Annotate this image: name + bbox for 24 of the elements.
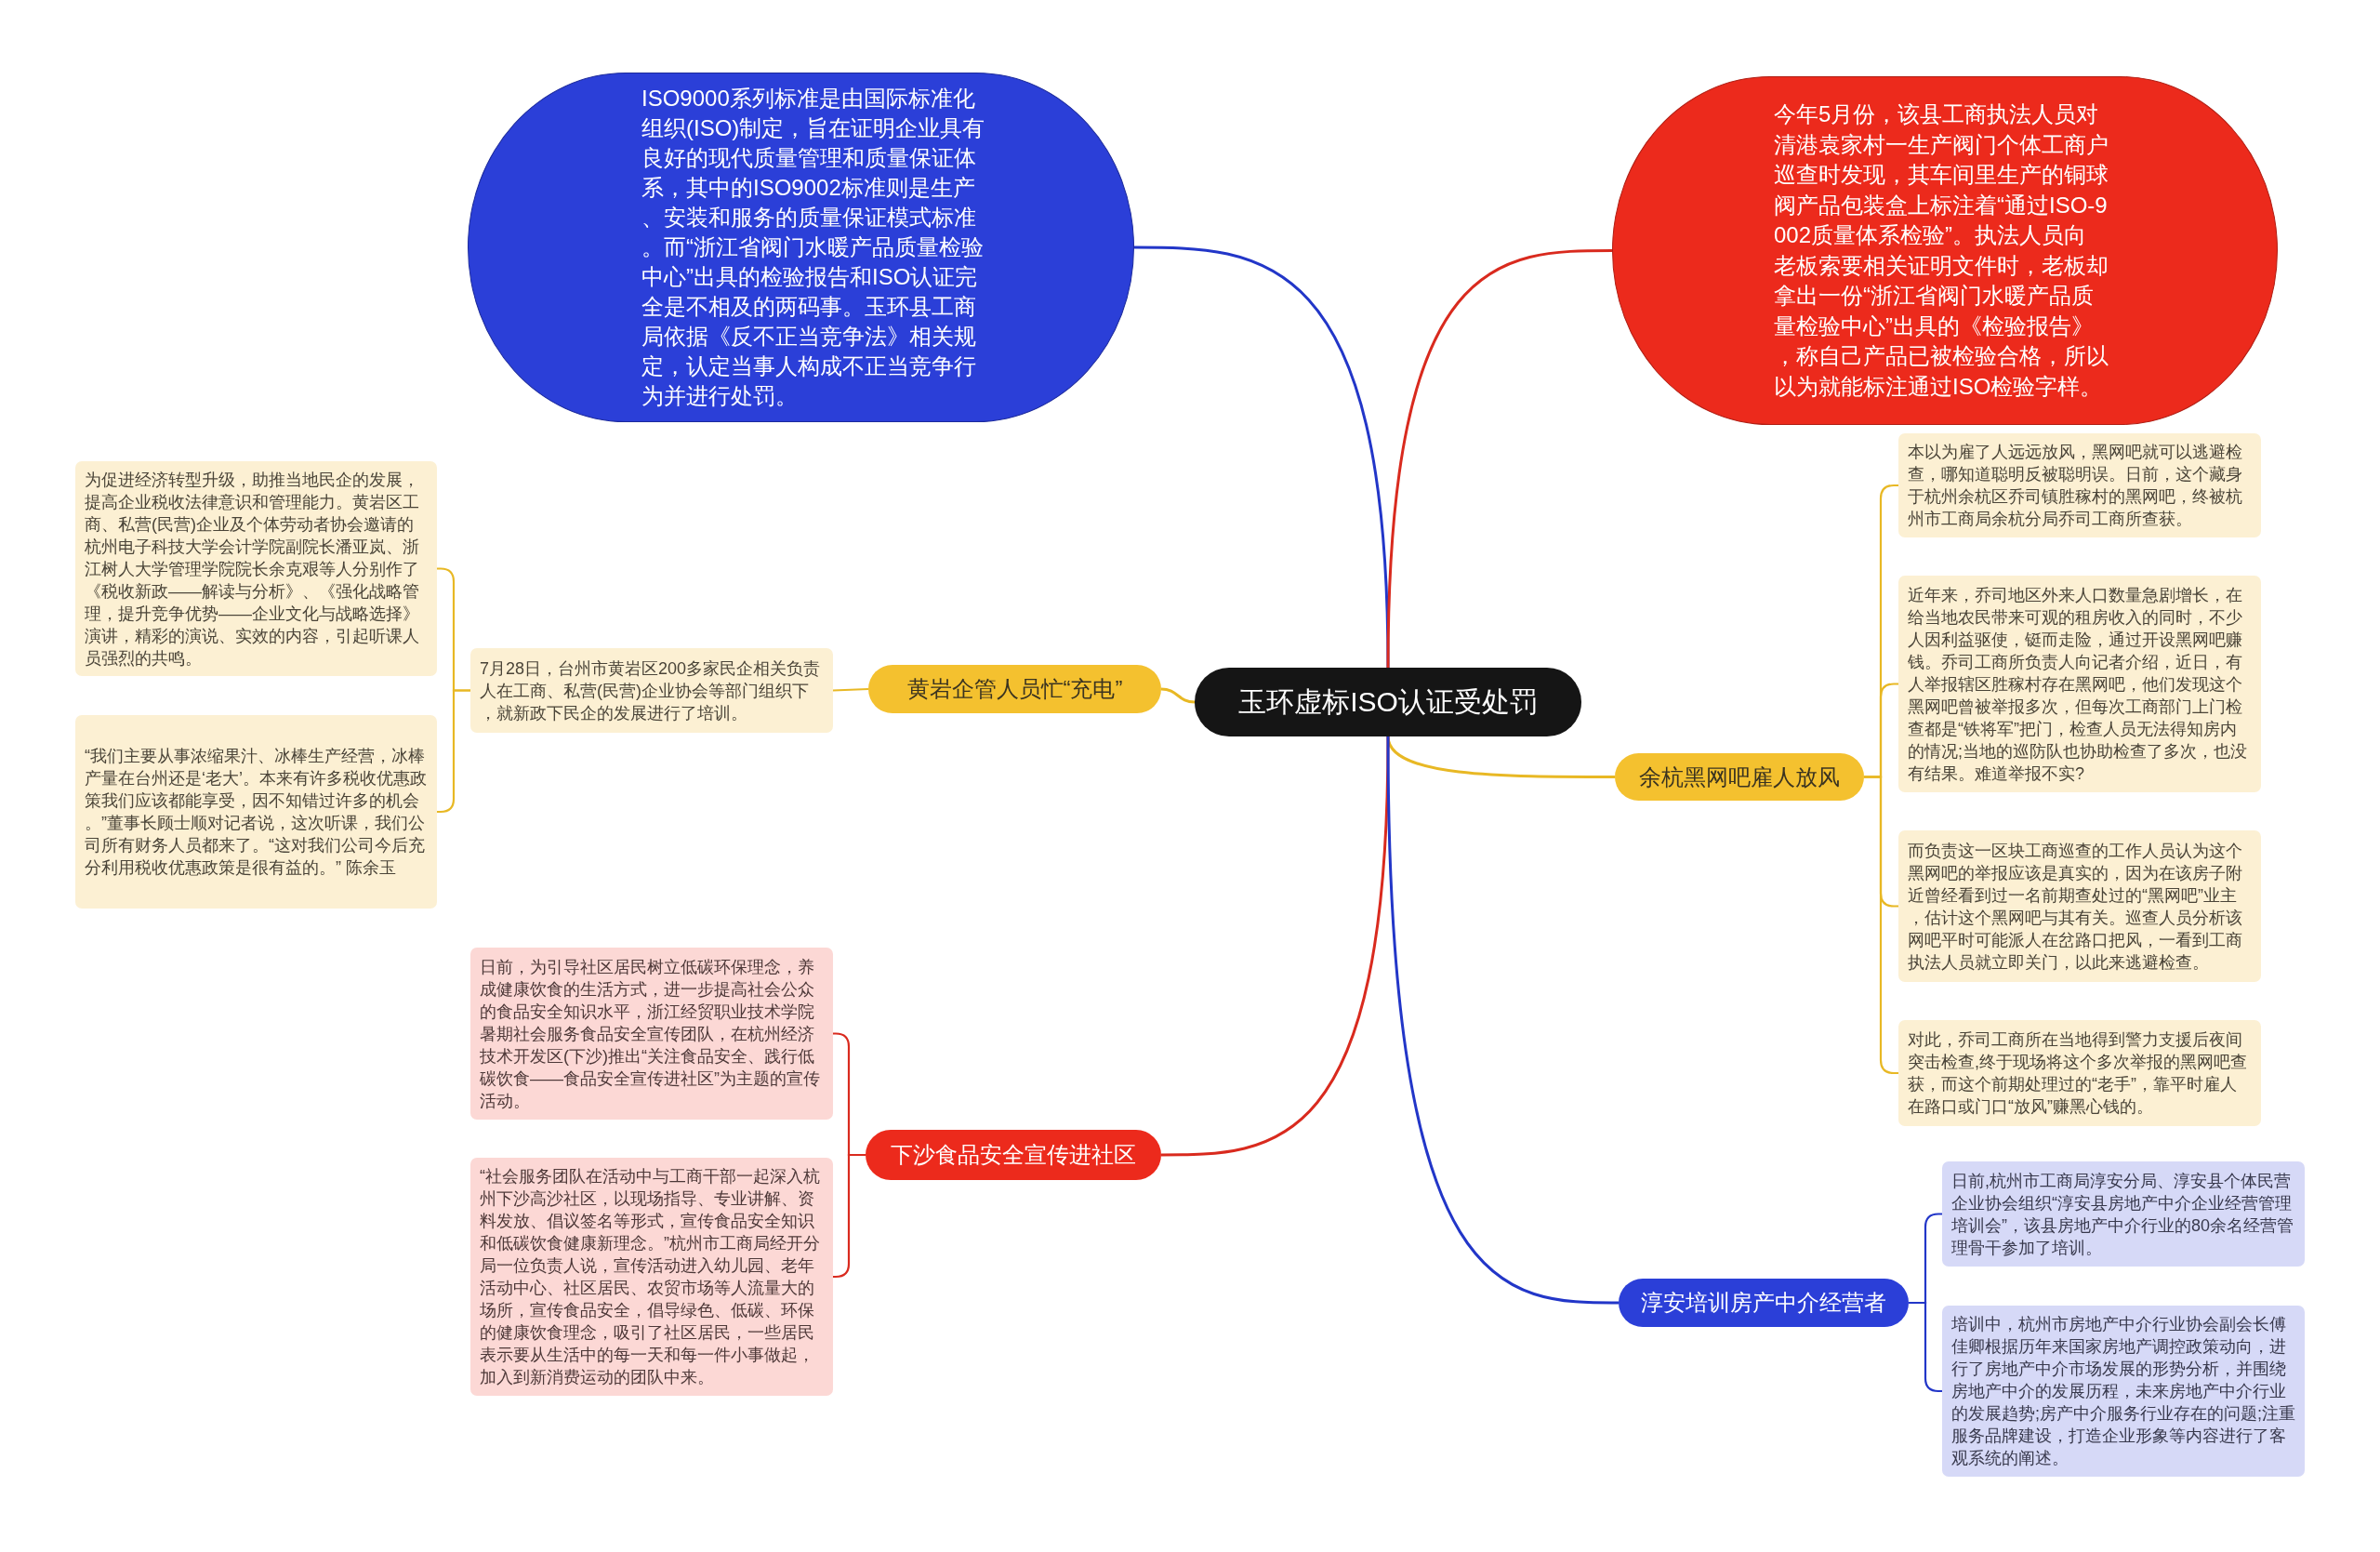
note-card: 而负责这一区块工商巡查的工作人员认为这个黑网吧的举报应该是真实的，因为在该房子附近曾经看到过一名前期查处过的“黑网吧”业主，估计这个黑网吧与其有关。巡查人员分析该网吧平时可能派人在岔路口把风，一看到工商执法人员就立即关门，以此来逃避检查。 xyxy=(1898,830,2261,982)
note-card: 日前,杭州市工商局淳安分局、淳安县个体民营企业协会组织“淳安县房地产中介企业经营管理培训会”，该县房地产中介行业的80余名经营管理骨干参加了培训。 xyxy=(1942,1161,2305,1267)
connector-line xyxy=(1161,736,1390,1157)
oval-callout: 今年5月份，该县工商执法人员对清港袁家村一生产阀门个体工商户巡查时发现，其车间里生产的铜球阀产品包装盒上标注着“通过ISO-9002质量体系检验”。执法人员向老板索要相关证明文件时，老板却拿出一份“浙江省阀门水暖产品质量检验中心”出具的《检验报告》，称自己产品已被检验合格，所以以为就能标注通过ISO检验字样。 xyxy=(1612,76,2278,425)
note-card: “我们主要从事浓缩果汁、冰棒生产经营，冰棒产量在台州还是‘老大’。本来有许多税收优惠政策我们应该都能享受，因不知错过许多的机会。”董事长顾士顺对记者说，这次听课，我们公司所有财务人员都来了。“这对我们公司今后充分利用税收优惠政策是很有益的。” 陈余玉 xyxy=(75,715,437,909)
branch-pill: 淳安培训房产中介经营者 xyxy=(1619,1279,1909,1327)
connector-line xyxy=(1134,245,1390,669)
branch-pill: 黄岩企管人员忙“充电” xyxy=(868,665,1161,713)
connector-line xyxy=(832,687,869,692)
connector-line xyxy=(1386,736,1619,1305)
central-topic: 玉环虚标ISO认证受处罚 xyxy=(1195,668,1581,736)
connector-line xyxy=(1160,687,1196,704)
oval-callout: ISO9000系列标准是由国际标准化组织(ISO)制定，旨在证明企业具有良好的现代质量管理和质量保证体系，其中的ISO9002标准则是生产、安装和服务的质量保证模式标准。而“浙江省阀门水暖产品质量检验中心”出具的检验报告和ISO认证完全是不相及的两码事。玉环县工商局依据《反不正当竞争法》相关规定，认定当事人构成不正当竞争行为并进行处罚。 xyxy=(468,73,1134,422)
note-card: 日前，为引导社区居民树立低碳环保理念，养成健康饮食的生活方式，进一步提高社会公众的食品安全知识水平，浙江经贸职业技术学院暑期社会服务食品安全宣传团队，在杭州经济技术开发区(下沙)推出“关注食品安全、践行低碳饮食——食品安全宣传进社区”为主题的宣传活动。 xyxy=(470,948,833,1120)
note-card: 本以为雇了人远远放风，黑网吧就可以逃避检查，哪知道聪明反被聪明误。日前，这个藏身于杭州余杭区乔司镇胜稼村的黑网吧，终被杭州市工商局余杭分局乔司工商所查获。 xyxy=(1898,433,2261,537)
note-card: 7月28日，台州市黄岩区200多家民企相关负责人在工商、私营(民营)企业协会等部门组织下，就新政下民企的发展进行了培训。 xyxy=(470,648,833,733)
note-card: “社会服务团队在活动中与工商干部一起深入杭州下沙高沙社区，以现场指导、专业讲解、资料发放、倡议签名等形式，宣传食品安全知识和低碳饮食健康新理念。”杭州市工商局经开分局一位负责人说，宣传活动进入幼儿园、老年活动中心、社区居民、农贸市场等人流量大的场所，宣传食品安全，倡导绿色、低碳、环保的健康饮食理念，吸引了社区居民，一些居民表示要从生活中的每一天和每一件小事做起，加入到新消费运动的团队中来。 xyxy=(470,1158,833,1396)
note-card: 近年来，乔司地区外来人口数量急剧增长，在给当地农民带来可观的租房收入的同时，不少人因利益驱使，铤而走险，通过开设黑网吧赚钱。乔司工商所负责人向记者介绍，近日，有人举报辖区胜稼村存在黑网吧，他们发现这个黑网吧曾被举报多次，但每次工商部门上门检查都是“铁将军”把门，检查人员无法得知房内的情况;当地的巡防队也协助检查了多次，也没有结果。难道举报不实? xyxy=(1898,576,2261,792)
note-card: 为促进经济转型升级，助推当地民企的发展，提高企业税收法律意识和管理能力。黄岩区工商、私营(民营)企业及个体劳动者协会邀请的杭州电子科技大学会计学院副院长潘亚岚、浙江树人大学管理学院院长余克艰等人分别作了《税收新政——解读与分析》、《强化战略管理，提升竞争优势——企业文化与战略选择》演讲，精彩的演说、实效的内容，引起听课人员强烈的共鸣。 xyxy=(75,461,437,676)
note-card: 对此，乔司工商所在当地得到警力支援后夜间突击检查,终于现场将这个多次举报的黑网吧查获，而这个前期处理过的“老手”，靠平时雇人在路口或门口“放风”赚黑心钱的。 xyxy=(1898,1020,2261,1126)
branch-pill: 下沙食品安全宣传进社区 xyxy=(866,1130,1161,1180)
connector-line xyxy=(1386,249,1612,669)
branch-pill: 余杭黑网吧雇人放风 xyxy=(1615,753,1864,801)
note-card: 培训中，杭州市房地产中介行业协会副会长傅佳卿根据历年来国家房地产调控政策动向，进行了房地产中介市场发展的形势分析，并围绕房地产中介的发展历程，未来房地产中介行业的发展趋势;房产中介服务行业存在的问题;注重服务品牌建设，打造企业形象等内容进行了客观系统的阐述。 xyxy=(1942,1306,2305,1477)
